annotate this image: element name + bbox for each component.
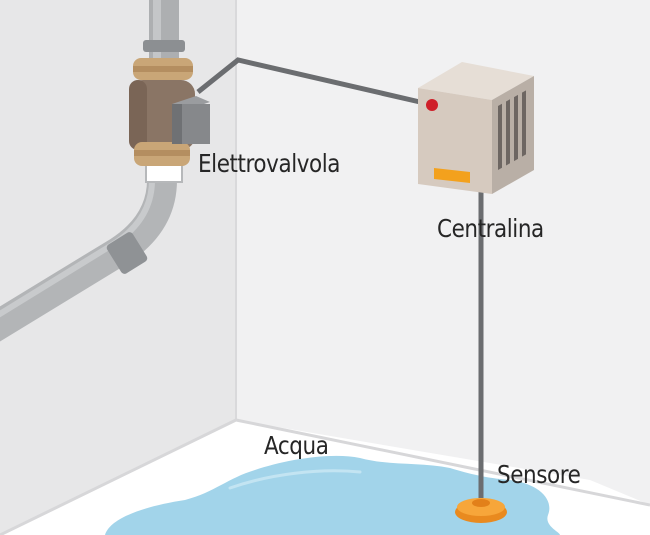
sensor: [455, 498, 507, 523]
vent-slot: [514, 94, 518, 162]
water-highlight: [228, 469, 362, 490]
sensor-center: [472, 499, 490, 507]
vent-slot: [498, 103, 502, 170]
label-elettrovalvola: Elettrovalvola: [198, 149, 341, 178]
unit-display: [434, 168, 470, 183]
valve-solenoid-side: [172, 104, 182, 144]
valve-top-ring-band: [133, 66, 193, 72]
wall-floor-edge: [0, 418, 650, 535]
right-wall: [236, 0, 650, 505]
water-puddle: [105, 455, 560, 535]
pipe-joint: [106, 232, 148, 274]
indicator-light: [426, 99, 438, 111]
label-acqua: Acqua: [264, 431, 329, 460]
valve-bottom-ring-band: [134, 150, 190, 156]
vent-slot: [522, 90, 526, 157]
label-centralina: Centralina: [437, 214, 544, 243]
vent-slot: [506, 99, 510, 166]
valve-to-unit-cable: [196, 57, 421, 105]
valve-body-shade: [129, 80, 147, 150]
label-sensore: Sensore: [497, 460, 581, 489]
upper-pipe-highlight: [153, 0, 161, 66]
unit-front: [418, 88, 492, 194]
unit-top: [418, 62, 534, 100]
unit-vents: [498, 90, 526, 170]
electrovalve: [129, 58, 210, 166]
upper-pipe-ring: [143, 40, 185, 52]
control-unit: [418, 62, 534, 194]
